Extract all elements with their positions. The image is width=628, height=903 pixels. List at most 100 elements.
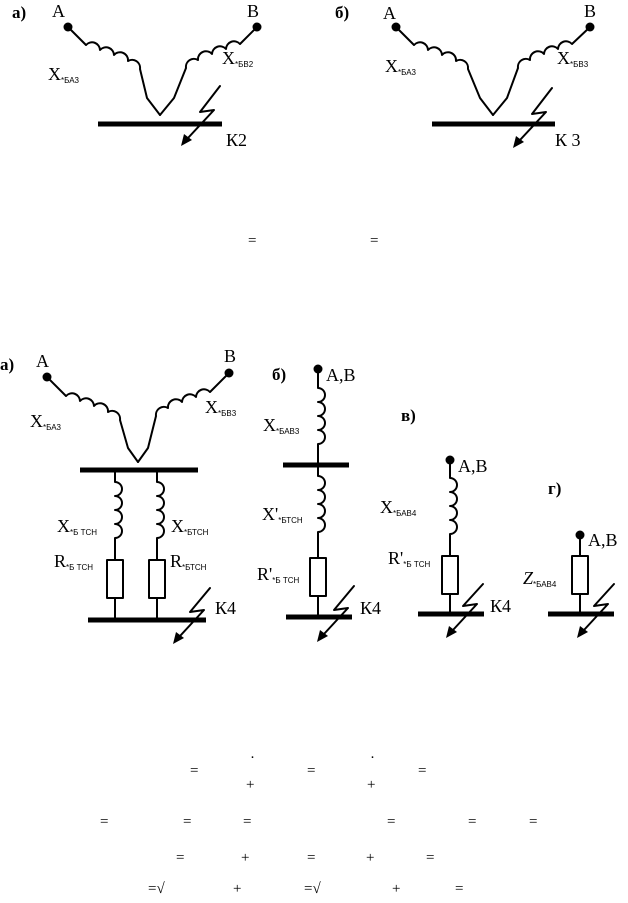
eq2-r2-sym: = (100, 814, 108, 830)
node-a-label: A (36, 351, 49, 371)
x-bb2-label: X*БВ2 (222, 48, 254, 69)
eq2-r1-sym: = (418, 763, 426, 779)
x-bb3-label: X*БВ3 (205, 397, 237, 418)
fault-k2-label: К2 (226, 130, 247, 150)
fault-arrow-k2 (187, 85, 221, 139)
fault-arrowhead-k3 (513, 136, 524, 148)
x-ba3-label: X*БА3 (385, 56, 417, 77)
eq2-row-2: = = = = = = (100, 814, 537, 830)
impedance-zbab4 (571, 555, 589, 595)
node-ab-label: A,B (588, 530, 618, 550)
x-bab4-label: X*БАВ4 (380, 497, 417, 518)
fault-arrowhead-k4 (577, 626, 588, 638)
x-ba3-label: X*БА3 (30, 411, 62, 432)
fig1b: б) A B X*БА3 X*БВ3 К 3 (335, 1, 596, 150)
fault-k4-label: К4 (360, 598, 381, 618)
eq2-r1-sym: = (190, 763, 198, 779)
fig2d: г) A,B Z*БАВ4 (523, 479, 618, 638)
resistor-rtsn (441, 555, 459, 595)
eq2-r2-sym: = (243, 814, 251, 830)
reactance-xbb3-coil (137, 372, 230, 463)
xp-tsn-label: X'*БТСН (262, 504, 303, 525)
eq2-row-3: = + = + = (176, 850, 434, 866)
eq2-r2-sym: = (387, 814, 395, 830)
fault-arrow-k4 (179, 587, 211, 637)
reactance-xbab4-coil (449, 459, 458, 557)
fig2c: в) A,B X*БАВ4 R'*Б ТСН К4 (380, 406, 511, 638)
eq2-r4-sym: =√ (148, 881, 165, 897)
x-ba3-label: X*БА3 (48, 64, 80, 85)
node-b-label: B (247, 1, 259, 21)
eq2-row-4: =√ + =√ + = (148, 881, 463, 897)
reactance-xba3-coil (67, 26, 161, 116)
fault-arrow-k4 (583, 583, 615, 631)
eq2-r3-sym: = (176, 850, 184, 866)
eq2-r2-sym: = (529, 814, 537, 830)
eq2-r3-sym: + (241, 850, 249, 866)
fig2d-label: г) (548, 479, 561, 498)
eq2-r4-sym: = (455, 881, 463, 897)
resistor-rtsn (309, 557, 327, 597)
transformer-2-resistor (148, 559, 166, 599)
eq2-r3-sym: = (426, 850, 434, 866)
r-tsn-2-label: R*БТСН (170, 551, 207, 572)
x-bab3-label: X*БАВ3 (263, 415, 300, 436)
node-a-label: A (383, 3, 396, 23)
fault-arrow-k3 (519, 87, 553, 141)
transformer-1-reactance-coil (114, 469, 123, 561)
reactance-xbab3-coil (317, 368, 326, 467)
reactance-xtsn-coil (317, 464, 326, 559)
reactance-xba3-coil (46, 376, 139, 463)
node-ab-label: A,B (458, 456, 488, 476)
eq2-r1-sym: · (250, 750, 255, 766)
fault-arrow-k4 (452, 583, 484, 631)
reactance-xbb2-coil (159, 26, 258, 116)
eq2-r1-sym: = (307, 763, 315, 779)
x-tsn-1-label: X*Б ТСН (57, 516, 97, 537)
eq1-sign-2: = (370, 233, 378, 249)
z-bab4-label: Z*БАВ4 (523, 568, 557, 589)
eq2-r3-sym: = (307, 850, 315, 866)
node-ab-label: A,B (326, 365, 356, 385)
eq2-r4-sym: + (233, 881, 241, 897)
fault-arrowhead-k2 (181, 134, 192, 146)
fig2a: а) A B X*БА3 X*БВ3 X*Б ТСН X*БТСН R*Б ТС… (0, 346, 237, 644)
fig1a-label: а) (12, 3, 26, 22)
x-tsn-2-label: X*БТСН (171, 516, 209, 537)
eq2-r1-sym: · (370, 750, 375, 766)
fault-arrowhead-k4 (446, 626, 457, 638)
eq2-r4-sym: =√ (304, 881, 321, 897)
node-a-label: A (52, 1, 65, 21)
fault-k4-label: К4 (215, 598, 236, 618)
eq2-r2-sym: = (183, 814, 191, 830)
rp-tsn-label: R'*Б ТСН (388, 548, 431, 569)
eq2-r2-sym: = (468, 814, 476, 830)
eq2-r4-sym: + (392, 881, 400, 897)
fault-k3-label: К 3 (555, 130, 581, 150)
rp-tsn-label: R'*Б ТСН (257, 564, 300, 585)
x-bb3-label: X*БВ3 (557, 48, 589, 69)
fig1b-label: б) (335, 3, 349, 22)
fig1a: а) A B X*БА3 X*БВ2 К2 (12, 1, 262, 150)
reactance-xbb3-coil (492, 26, 591, 116)
node-b-label: B (224, 346, 236, 366)
r-tsn-1-label: R*Б ТСН (54, 551, 93, 572)
eq2-r3-sym: + (366, 850, 374, 866)
reactance-xba3-coil (395, 26, 494, 116)
fig2b-label: б) (272, 365, 286, 384)
fig2a-label: а) (0, 355, 14, 374)
node-b-label: B (584, 1, 596, 21)
fault-arrow-k4 (323, 585, 355, 635)
eq2-row-1: = · = · = + + (190, 750, 426, 793)
fault-arrowhead-k4 (317, 630, 328, 642)
eq2-r1b-sym: + (367, 777, 375, 793)
fig2b: б) A,B X*БАВ3 X'*БТСН R'*Б ТСН К4 (257, 364, 381, 642)
transformer-1-resistor (106, 559, 124, 599)
eq2-r1b-sym: + (246, 777, 254, 793)
fault-k4-label: К4 (490, 596, 511, 616)
fault-arrowhead-k4 (173, 632, 184, 644)
eq1-sign-1: = (248, 233, 256, 249)
fig2c-label: в) (401, 406, 416, 425)
